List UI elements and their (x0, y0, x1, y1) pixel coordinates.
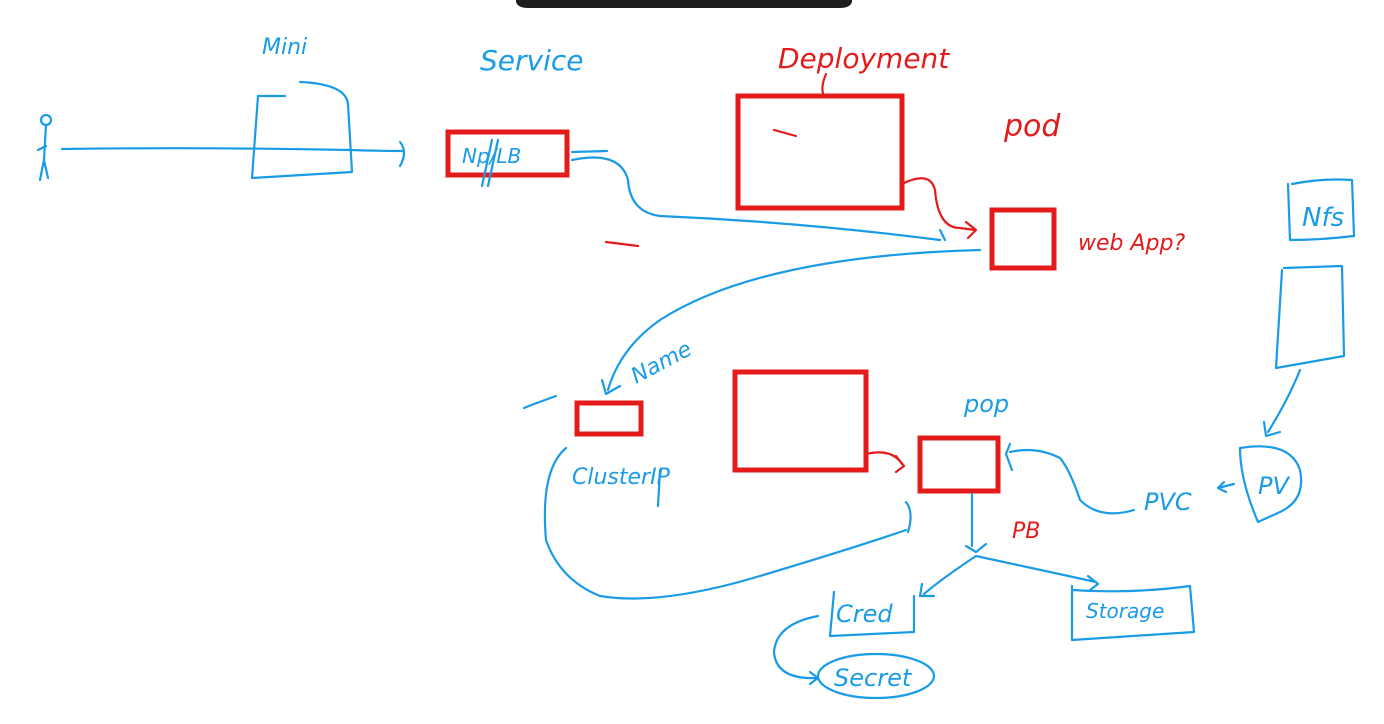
top-toolbar-edge (516, 0, 852, 8)
pvc-label: PVC (1144, 488, 1192, 516)
service-to-webapp-line (570, 149, 942, 242)
name-label: Name (627, 337, 696, 390)
web-app-label: web App? (1078, 231, 1185, 256)
nfs-label: Nfs (1302, 203, 1344, 233)
cred-label: Cred (836, 600, 893, 628)
pv-shape (1238, 445, 1303, 524)
pvc-to-pod-curve (1004, 442, 1136, 515)
np-lb-box (445, 129, 570, 178)
user-stick-figure (36, 113, 53, 182)
service-arrow-head (938, 228, 947, 242)
stray-red-mark (604, 240, 640, 248)
mini-box (250, 80, 354, 180)
deployment-underline (821, 72, 828, 98)
storage-box (1070, 584, 1196, 642)
nfs-storage-box (1274, 264, 1346, 370)
check-mark (522, 394, 558, 410)
secret-oval (816, 652, 936, 700)
deployment-box (735, 93, 905, 211)
deployment-bottom-to-pod-arrow (864, 451, 906, 474)
np-lb-label: Np/LB (462, 144, 521, 168)
np-lb-slash (480, 138, 500, 188)
cluster-ip-label: ClusterIP (572, 465, 671, 490)
pv-to-pvc-arrow (1216, 480, 1236, 494)
cred-box (828, 590, 916, 638)
deployment-mark (772, 128, 798, 138)
clusterip-box (574, 400, 644, 437)
cluster-ip-stem (656, 468, 662, 508)
webapp-to-clusterip-curve (600, 248, 982, 396)
secret-label: Secret (834, 664, 913, 692)
storage-label: Storage (1086, 599, 1164, 623)
pv-label: PV (1258, 472, 1290, 500)
pod-top-label: pod (1003, 109, 1061, 144)
pb-label: PB (1012, 519, 1040, 544)
pod-bottom-box (917, 435, 1001, 494)
user-to-service-arrow (60, 140, 406, 168)
clusterip-to-pod-loop (543, 446, 912, 600)
service-label: Service (480, 44, 583, 77)
pod-bottom-label: pop (963, 390, 1009, 418)
deployment-label: Deployment (778, 42, 950, 75)
deployment-bottom-box (732, 369, 869, 473)
mini-label: Mini (262, 35, 307, 60)
deployment-to-pod-arrow (900, 177, 978, 240)
pod-to-children-lines (918, 492, 1100, 598)
nfs-to-pv-arrow (1262, 368, 1302, 438)
nfs-box (1286, 178, 1356, 242)
cred-to-secret-loop (772, 614, 820, 686)
pod-top-box (989, 207, 1057, 271)
